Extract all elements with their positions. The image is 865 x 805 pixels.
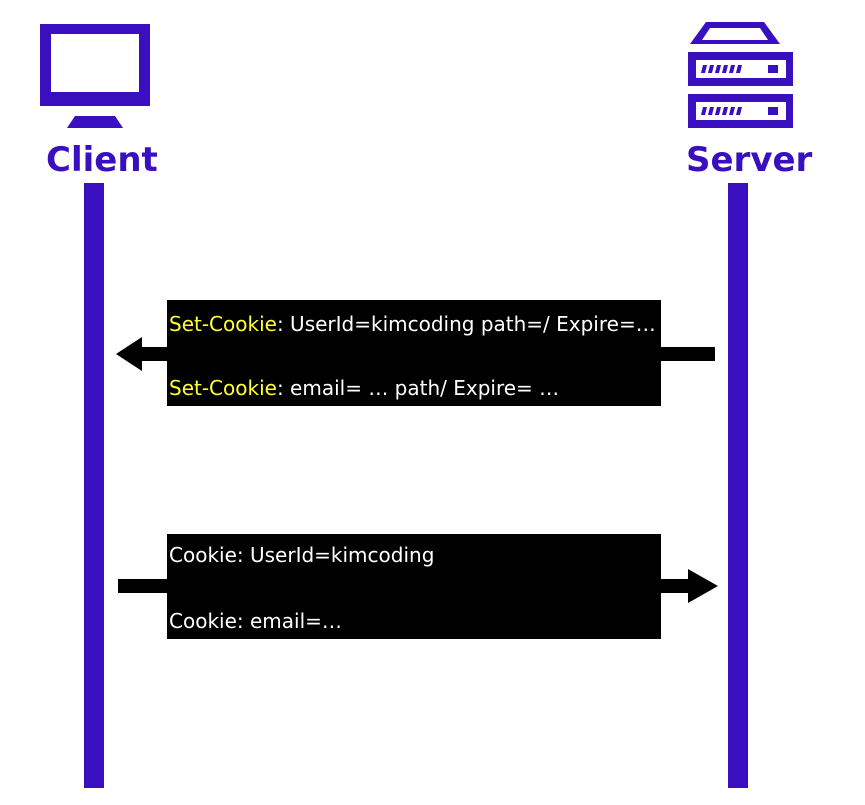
- request-arrow: [118, 567, 718, 605]
- server-lifeline: [728, 183, 748, 788]
- response-message-box: Set-Cookie: UserId=kimcoding path=/ Expi…: [167, 300, 661, 406]
- request-arrow-tail: [118, 579, 168, 593]
- set-cookie-header: Set-Cookie: [169, 312, 277, 336]
- monitor-icon: [40, 24, 150, 128]
- server-actor: Server: [680, 22, 812, 182]
- set-cookie-line-1: Set-Cookie: UserId=kimcoding path=/ Expi…: [169, 312, 656, 336]
- arrow-left-head: [116, 337, 168, 371]
- arrow-right-head: [660, 569, 718, 603]
- client-label: Client: [46, 140, 158, 180]
- response-arrow-tail: [656, 347, 715, 361]
- server-icon: [688, 22, 793, 128]
- client-actor: Client: [38, 22, 158, 182]
- set-cookie-header: Set-Cookie: [169, 376, 277, 400]
- response-arrow: [116, 335, 716, 373]
- client-lifeline: [84, 183, 104, 788]
- cookie-line-1: Cookie: UserId=kimcoding: [169, 543, 435, 567]
- set-cookie-line-2: Set-Cookie: email= … path/ Expire= …: [169, 376, 559, 400]
- server-label: Server: [686, 140, 813, 180]
- set-cookie-value: : UserId=kimcoding path=/ Expire=…: [276, 312, 656, 336]
- set-cookie-value: : email= … path/ Expire= …: [276, 376, 560, 400]
- cookie-line-2: Cookie: email=…: [169, 609, 342, 633]
- request-message-box: Cookie: UserId=kimcoding Cookie: email=…: [167, 534, 661, 639]
